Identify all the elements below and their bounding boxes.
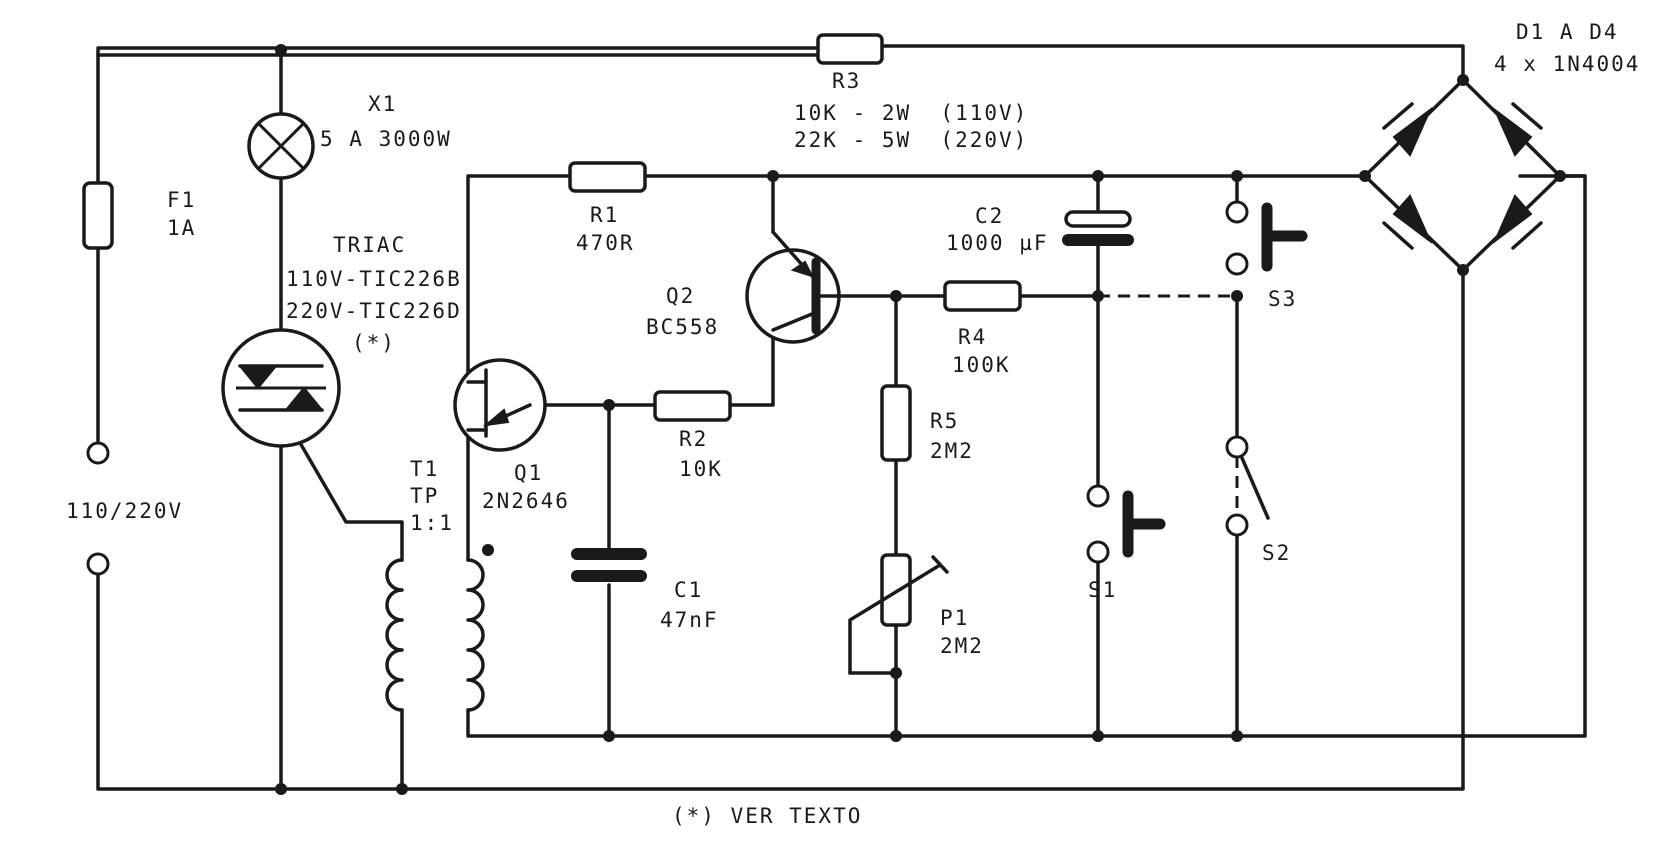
label-triac-note: (*) (352, 331, 396, 355)
label-triac-line2: 220V-TIC226D (286, 299, 462, 323)
switch-s2 (1225, 435, 1270, 537)
label-r1-ref: R1 (590, 203, 619, 227)
triac-symbol (221, 328, 341, 448)
label-r2-ref: R2 (679, 427, 708, 451)
label-bridge-ref: D1 A D4 (1516, 20, 1619, 44)
transistor-q2 (745, 230, 841, 344)
label-q2-ref: Q2 (666, 284, 695, 308)
label-t1-type: TP (410, 484, 439, 508)
supply-terminal-bottom (86, 552, 110, 576)
label-f1-ref: F1 (167, 188, 196, 212)
label-t1-ref: T1 (410, 457, 439, 481)
lamp-x1 (247, 112, 315, 180)
switch-s3 (1225, 200, 1308, 276)
capacitor-c2 (1062, 210, 1134, 246)
label-r5-value: 2M2 (930, 439, 974, 463)
ujt-q1 (453, 358, 547, 452)
label-s2: S2 (1262, 541, 1291, 565)
label-r1-value: 470R (576, 231, 635, 255)
label-r2-value: 10K (679, 457, 723, 481)
label-q2-value: BC558 (646, 315, 719, 339)
label-t1-ratio: 1:1 (410, 511, 454, 535)
label-x1-value: 5 A 3000W (320, 127, 452, 151)
potentiometer-p1 (848, 553, 949, 675)
label-triac-line1: 110V-TIC226B (286, 267, 462, 291)
label-s3: S3 (1268, 287, 1297, 311)
label-c2-value: 1000 µF (946, 231, 1049, 255)
resistor-r3 (816, 33, 884, 65)
label-footnote: (*) VER TEXTO (672, 804, 862, 828)
transformer-t1 (385, 558, 485, 712)
resistor-r4 (943, 280, 1022, 312)
label-s1: S1 (1088, 578, 1117, 602)
label-r4-ref: R4 (958, 325, 987, 349)
resistor-r2 (653, 390, 732, 422)
label-x1-ref: X1 (368, 92, 397, 116)
label-c2-ref: C2 (975, 204, 1004, 228)
label-r3-line2: 22K - 5W (220V) (794, 128, 1028, 152)
resistor-r5 (880, 384, 912, 462)
label-c1-ref: C1 (674, 578, 703, 602)
label-p1-ref: P1 (940, 606, 969, 630)
label-bridge-value: 4 x 1N4004 (1494, 52, 1640, 76)
label-q1-value: 2N2646 (482, 489, 570, 513)
label-supply-voltage: 110/220V (66, 499, 183, 523)
label-f1-value: 1A (167, 216, 196, 240)
switch-linkage-dashed (1098, 294, 1239, 525)
bridge-rectifier (1363, 78, 1562, 272)
switch-s1 (1086, 484, 1166, 564)
label-q1-ref: Q1 (514, 461, 543, 485)
fuse-f1 (82, 181, 114, 250)
capacitor-c1 (571, 548, 647, 582)
label-triac-ref: TRIAC (333, 233, 406, 257)
label-r5-ref: R5 (930, 409, 959, 433)
label-r3-line1: 10K - 2W (110V) (794, 101, 1028, 125)
resistor-r1 (568, 161, 647, 193)
label-r4-value: 100K (952, 353, 1011, 377)
junction-nodes (275, 44, 1566, 795)
supply-terminal-top (86, 441, 110, 465)
label-r3-ref: R3 (832, 69, 861, 93)
label-p1-value: 2M2 (940, 634, 984, 658)
label-c1-value: 47nF (660, 608, 719, 632)
